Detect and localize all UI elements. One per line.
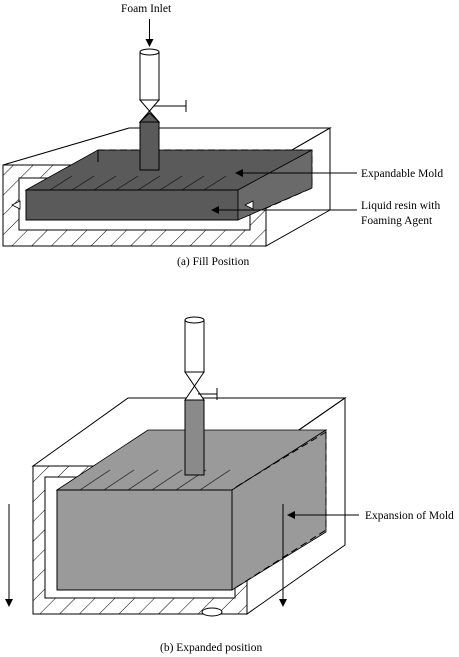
panel-a-fill-position: Foam Inlet Expandable Mold Liquid resin …: [2, 3, 443, 268]
vent-opening: [201, 607, 223, 617]
caption-a: (a) Fill Position: [177, 256, 249, 268]
expanded-inlet-pipe: [184, 319, 205, 373]
caption-b: (b) Expanded position: [160, 642, 262, 654]
resin-label-line1: Liquid resin with: [361, 200, 440, 212]
panel-b-expanded-position: Expansion of Mold (b) Expanded position: [5, 316, 454, 654]
foam-inlet-label: Foam Inlet: [121, 3, 172, 15]
foam-inlet-pipe: [139, 51, 160, 101]
expandable-mold-label: Expandable Mold: [361, 168, 443, 180]
resin-label-line2: Foaming Agent: [361, 215, 433, 227]
resin-top-hatch: [49, 175, 227, 191]
expansion-label: Expansion of Mold: [365, 510, 454, 522]
expanded-resin-front: [56, 489, 233, 591]
resin-block-front: [25, 189, 239, 221]
